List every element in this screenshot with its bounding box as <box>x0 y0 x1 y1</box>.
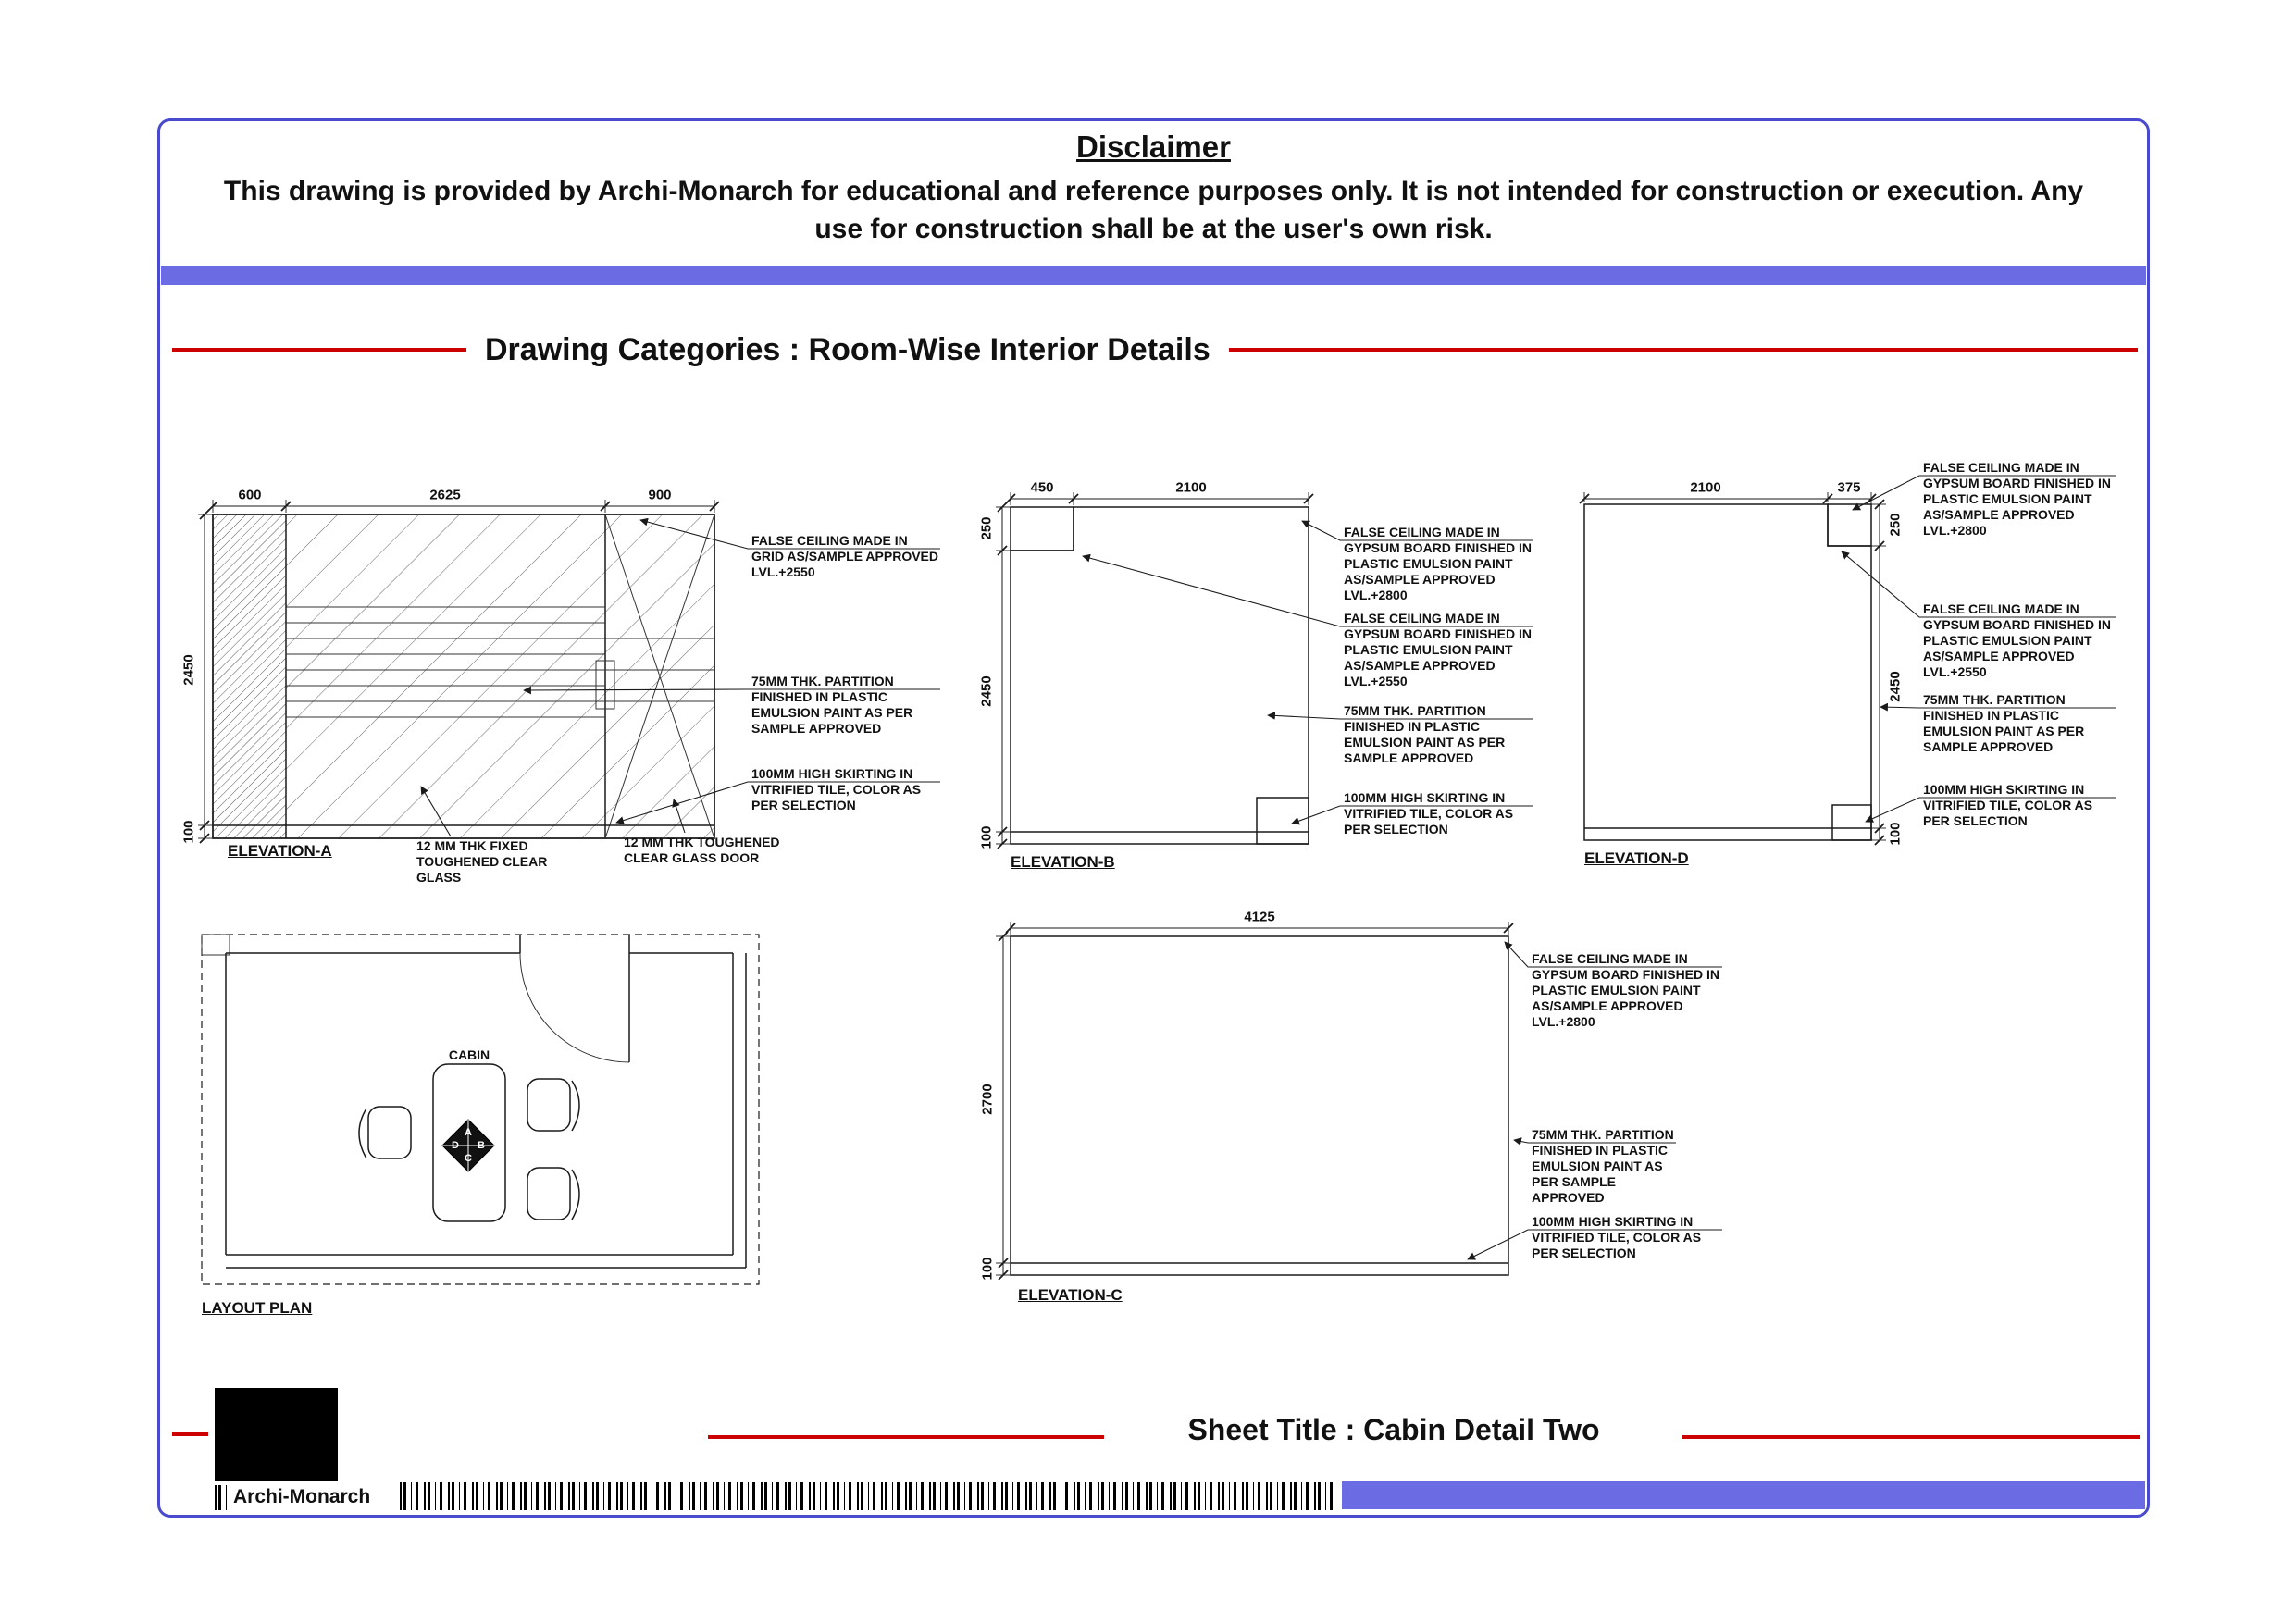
elev-b-dim-250: 250 <box>978 516 995 540</box>
elev-d-ceiling-2550-annotation: FALSE CEILING MADE IN GYPSUM BOARD FINIS… <box>1923 601 2112 680</box>
layout-plan-label: LAYOUT PLAN <box>202 1299 313 1317</box>
elev-d-skirting-annotation: 100MM HIGH SKIRTING IN VITRIFIED TILE, C… <box>1923 782 2093 829</box>
elev-d-dim-375: 375 <box>1837 479 1861 496</box>
sheet-title-rule-right <box>1682 1435 2140 1439</box>
elev-b-dim-450: 450 <box>1030 479 1054 496</box>
disclaimer-text: This drawing is provided by Archi-Monarc… <box>223 176 2084 245</box>
elev-a-partition-annotation: 75MM THK. PARTITION FINISHED IN PLASTIC … <box>751 674 913 737</box>
elevation-c-label: ELEVATION-C <box>1018 1286 1123 1304</box>
elev-b-dim-100: 100 <box>978 825 995 849</box>
elev-a-glass-door-annotation: 12 MM THK TOUGHENED CLEAR GLASS DOOR <box>624 835 780 866</box>
elev-b-skirting-annotation: 100MM HIGH SKIRTING IN VITRIFIED TILE, C… <box>1344 790 1514 837</box>
category-rule-right <box>1228 348 2138 352</box>
elev-a-dim-2450: 2450 <box>180 654 197 686</box>
elev-d-ceiling-2800-annotation: FALSE CEILING MADE IN GYPSUM BOARD FINIS… <box>1923 460 2112 539</box>
elevation-b-label: ELEVATION-B <box>1011 853 1115 871</box>
category-rule-left <box>172 348 466 352</box>
barcode <box>400 1482 1338 1510</box>
elev-b-partition-annotation: 75MM THK. PARTITION FINISHED IN PLASTIC … <box>1344 703 1506 766</box>
plan-room-label: CABIN <box>448 1047 490 1062</box>
elev-a-dim-2625: 2625 <box>429 487 461 503</box>
disclaimer-title: Disclaimer <box>1076 130 1231 164</box>
elevation-a-label: ELEVATION-A <box>228 842 332 860</box>
elev-a-ceiling-annotation: FALSE CEILING MADE IN GRID AS/SAMPLE APP… <box>751 533 938 580</box>
elev-a-dim-900: 900 <box>648 487 672 503</box>
elev-a-skirting-annotation: 100MM HIGH SKIRTING IN VITRIFIED TILE, C… <box>751 766 922 813</box>
elev-b-dim-2100: 2100 <box>1175 479 1207 496</box>
plan-marker-d: D <box>452 1140 459 1151</box>
elev-a-dim-100: 100 <box>180 820 197 844</box>
elev-d-dim-250: 250 <box>1887 513 1904 537</box>
elev-c-dim-100: 100 <box>979 1257 996 1281</box>
brand-name: Archi-Monarch <box>233 1486 371 1507</box>
plan-marker-c: C <box>465 1153 472 1164</box>
elev-a-fixed-glass-annotation: 12 MM THK FIXED TOUGHENED CLEAR GLASS <box>416 838 548 886</box>
elev-d-dim-100: 100 <box>1887 822 1904 846</box>
elev-c-ceiling-2800-annotation: FALSE CEILING MADE IN GYPSUM BOARD FINIS… <box>1532 951 1720 1030</box>
elev-d-dim-2450: 2450 <box>1887 671 1904 702</box>
sheet-title-rule-left <box>708 1435 1104 1439</box>
category-header: Drawing Categories : Room-Wise Interior … <box>172 331 2138 368</box>
elev-c-skirting-annotation: 100MM HIGH SKIRTING IN VITRIFIED TILE, C… <box>1532 1214 1702 1261</box>
elev-d-partition-annotation: 75MM THK. PARTITION FINISHED IN PLASTIC … <box>1923 692 2085 755</box>
sheet-title: Sheet Title : Cabin Detail Two <box>1187 1413 1600 1446</box>
sheet-border <box>157 118 2150 1518</box>
footer-rule-left <box>172 1432 208 1436</box>
header-accent-bar <box>161 266 2146 285</box>
elev-b-ceiling-2800-annotation: FALSE CEILING MADE IN GYPSUM BOARD FINIS… <box>1344 525 1533 603</box>
elev-b-ceiling-2550-annotation: FALSE CEILING MADE IN GYPSUM BOARD FINIS… <box>1344 611 1533 689</box>
footer-accent-bar <box>1342 1481 2145 1509</box>
barcode-mini <box>215 1485 228 1510</box>
plan-marker-b: B <box>478 1140 485 1151</box>
elev-b-dim-2450: 2450 <box>978 675 995 707</box>
elev-a-dim-600: 600 <box>238 487 262 503</box>
elev-c-dim-4125: 4125 <box>1244 909 1275 925</box>
brand-logo <box>215 1388 338 1481</box>
elev-c-dim-2700: 2700 <box>979 1084 996 1115</box>
elev-d-dim-2100: 2100 <box>1690 479 1721 496</box>
elev-c-partition-annotation: 75MM THK. PARTITION FINISHED IN PLASTIC … <box>1532 1127 1674 1206</box>
category-title: Drawing Categories : Room-Wise Interior … <box>485 331 1210 367</box>
elevation-d-label: ELEVATION-D <box>1584 849 1689 867</box>
plan-marker-a: A <box>465 1127 472 1138</box>
